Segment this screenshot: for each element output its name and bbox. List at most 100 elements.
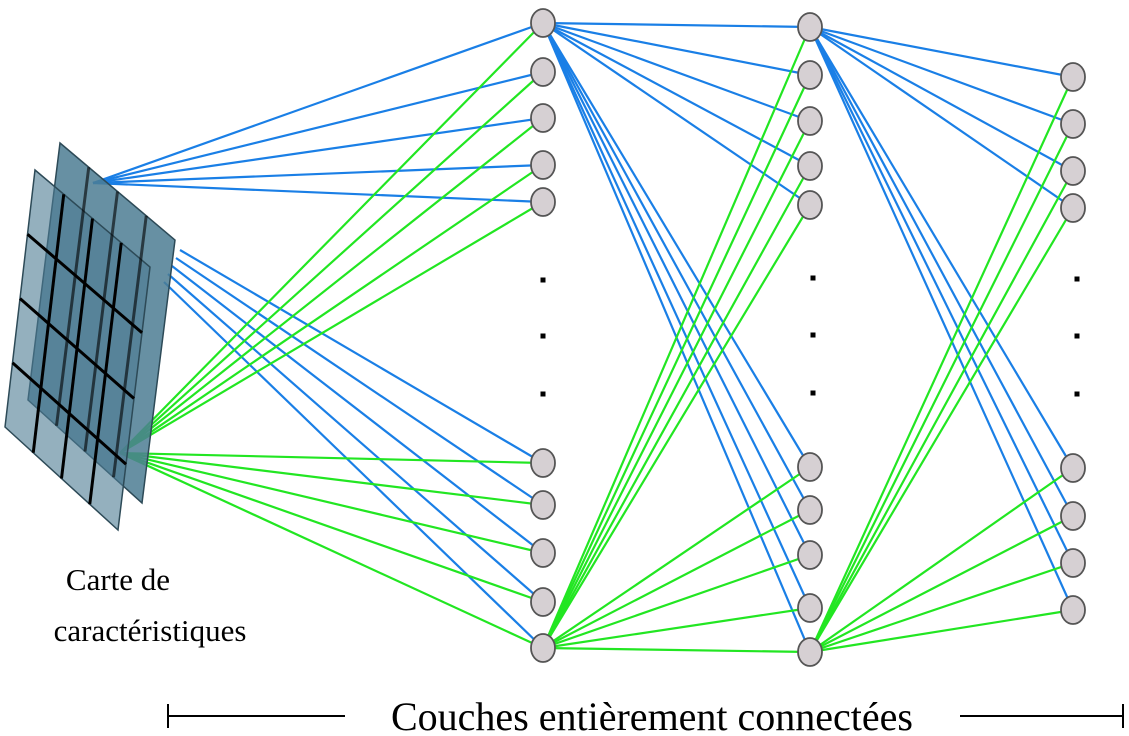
neuron-node bbox=[1060, 501, 1086, 531]
neuron-node bbox=[1060, 62, 1086, 92]
connection-edge bbox=[809, 608, 1074, 654]
connection-edge bbox=[542, 606, 811, 650]
connection-edges bbox=[92, 21, 1075, 654]
neuron-node bbox=[530, 150, 556, 180]
connection-edge bbox=[119, 71, 544, 454]
ellipsis-dot bbox=[810, 390, 816, 396]
neuron-node bbox=[1060, 595, 1086, 625]
ellipsis-dot bbox=[810, 332, 816, 338]
connection-edge bbox=[542, 21, 811, 77]
connection-edge bbox=[541, 22, 812, 609]
neuron-node bbox=[530, 103, 556, 133]
neuron-node bbox=[797, 637, 823, 667]
connection-edge bbox=[542, 21, 811, 29]
feature-map-label-line-2: caractéristiques bbox=[54, 613, 247, 648]
neuron-node bbox=[530, 187, 556, 217]
neuron-node bbox=[530, 8, 556, 38]
connection-edge bbox=[809, 25, 1074, 126]
feature-map bbox=[4, 141, 176, 532]
connection-edge bbox=[542, 74, 811, 649]
neuron-node bbox=[530, 633, 556, 663]
connection-edge bbox=[542, 22, 811, 206]
connection-edge bbox=[92, 70, 544, 185]
back-grid-line-vertical bbox=[83, 191, 119, 452]
connection-edge bbox=[92, 21, 544, 185]
ellipsis-dot bbox=[1074, 333, 1080, 339]
neuron-node bbox=[797, 12, 823, 42]
neuron-node bbox=[797, 106, 823, 136]
connection-edge bbox=[542, 646, 811, 654]
connection-edge bbox=[808, 76, 1075, 653]
neuron-node bbox=[1060, 193, 1086, 223]
neuron-node bbox=[797, 593, 823, 623]
ellipsis-dot bbox=[540, 391, 546, 397]
neuron-node bbox=[797, 452, 823, 482]
connection-edge bbox=[542, 165, 811, 649]
connection-edge bbox=[119, 451, 544, 604]
layer-ellipsis-dots bbox=[540, 275, 1080, 397]
connection-edge bbox=[119, 451, 544, 555]
connection-edge bbox=[542, 120, 811, 649]
back-grid-line-vertical bbox=[55, 167, 91, 426]
connection-edge bbox=[809, 207, 1074, 653]
neuron-node bbox=[1060, 453, 1086, 483]
connection-edge bbox=[809, 25, 1074, 79]
neuron-node bbox=[530, 538, 556, 568]
connection-edge bbox=[541, 26, 812, 649]
connection-edge bbox=[119, 452, 544, 649]
connection-edge bbox=[119, 117, 544, 454]
neuron-node bbox=[797, 60, 823, 90]
connection-edge bbox=[809, 515, 1074, 653]
connection-edge bbox=[809, 561, 1074, 654]
feature-map-grid-lines bbox=[11, 167, 148, 505]
connection-edge bbox=[542, 22, 811, 511]
ellipsis-dot bbox=[540, 333, 546, 339]
ellipsis-dot bbox=[1074, 276, 1080, 282]
connection-edge bbox=[809, 467, 1074, 653]
connection-edge bbox=[542, 22, 811, 556]
neuron-node bbox=[797, 190, 823, 220]
connection-edge bbox=[119, 22, 544, 454]
fc-layers-label: Couches entièrement connectées bbox=[391, 694, 913, 736]
connection-edge bbox=[175, 257, 544, 506]
back-grid-line-vertical bbox=[112, 215, 148, 478]
connection-edge bbox=[542, 466, 811, 649]
connection-edge bbox=[809, 26, 1074, 172]
neuron-node bbox=[530, 587, 556, 617]
grid-line-horizontal bbox=[19, 297, 135, 400]
connection-edge bbox=[171, 265, 544, 554]
connection-edge bbox=[809, 26, 1074, 517]
connection-edge bbox=[119, 451, 544, 507]
feature-map-label-line-1: Carte de bbox=[66, 562, 170, 597]
neuron-node bbox=[797, 540, 823, 570]
connection-edge bbox=[542, 509, 811, 649]
connection-edge bbox=[542, 204, 811, 649]
connection-edge bbox=[809, 170, 1074, 653]
connection-edge bbox=[92, 116, 544, 185]
connection-edge bbox=[809, 26, 1074, 469]
neuron-node bbox=[797, 151, 823, 181]
connection-edge bbox=[809, 26, 1074, 564]
neuron-nodes bbox=[530, 8, 1086, 667]
neuron-node bbox=[1060, 156, 1086, 186]
neuron-node bbox=[1060, 548, 1086, 578]
neuron-node bbox=[1060, 109, 1086, 139]
fc-layers-bracket bbox=[167, 704, 1124, 728]
connection-edge bbox=[808, 26, 1075, 611]
connection-edge bbox=[167, 273, 544, 603]
ellipsis-dot bbox=[540, 277, 546, 283]
connection-edge bbox=[542, 22, 811, 167]
neuron-node bbox=[530, 57, 556, 87]
connection-edge bbox=[179, 249, 544, 464]
connection-edge bbox=[119, 451, 544, 465]
connection-edge bbox=[92, 163, 544, 185]
neuron-node bbox=[797, 495, 823, 525]
connection-edge bbox=[92, 181, 544, 204]
connection-edge bbox=[542, 22, 811, 468]
connection-edge bbox=[542, 21, 811, 123]
grid-line-horizontal bbox=[11, 361, 127, 466]
neuron-node bbox=[530, 448, 556, 478]
connection-edge bbox=[809, 26, 1074, 209]
neuron-node bbox=[530, 490, 556, 520]
